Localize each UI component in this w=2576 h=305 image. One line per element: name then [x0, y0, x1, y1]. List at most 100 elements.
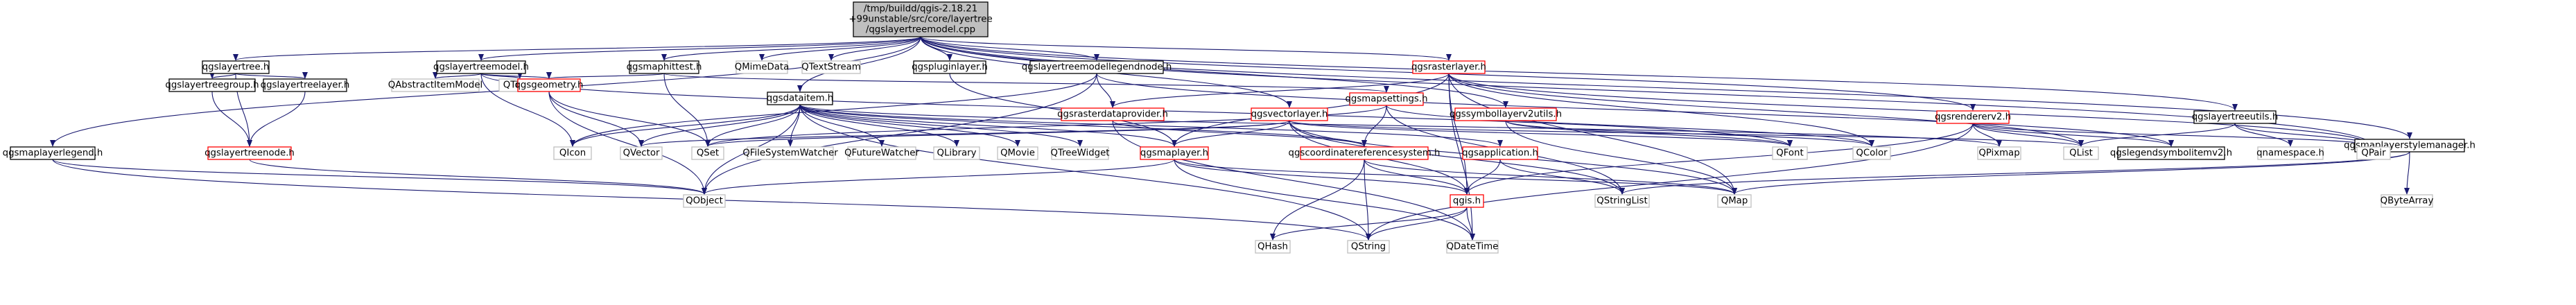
- node-qgsgeometry-h[interactable]: qgsgeometry.h: [514, 78, 584, 92]
- node-QStringList: QStringList: [1594, 194, 1650, 208]
- node-box: [736, 60, 788, 74]
- node-QFont: QFont: [1772, 146, 1808, 160]
- node-box: [1772, 146, 1808, 160]
- node-label: QDateTime: [1447, 242, 1499, 252]
- node-label: qgslegendsymbolitemv2.h: [2110, 148, 2232, 159]
- include-edge-root-to-qgsmaphittest_h: [661, 36, 921, 61]
- node-QFileSystemWatcher: QFileSystemWatcher: [742, 146, 838, 160]
- include-edge-qgsrendererv2_h-to-QList: [1972, 123, 2084, 147]
- node-label: qgsmaplayer.h: [1140, 148, 1208, 159]
- include-edge-qgsvectorlayer_h-to-QFont: [1289, 120, 1793, 147]
- include-edge-qgsrasterlayer_h-to-QList: [1448, 73, 2084, 147]
- include-edge-qgsdataitem_h-to-QMovie: [799, 104, 1020, 147]
- node-box: [1446, 240, 1499, 254]
- node-box: [1977, 146, 2021, 160]
- node-qgsrasterdataprovider-h[interactable]: qgsrasterdataprovider.h: [1057, 107, 1168, 121]
- include-edge-qgsmapsettings_h-to-qgscoordinatereferencesystem_h: [1361, 105, 1387, 147]
- node-qgslayertree-h[interactable]: qgslayertree.h: [202, 60, 270, 74]
- node-QAbstractItemModel: QAbstractItemModel: [388, 78, 482, 92]
- node-label: /tmp/buildd/qgis-2.18.21: [864, 4, 977, 15]
- include-edge-qgsapplication_h-to-QStringList: [1499, 159, 1625, 195]
- node-QMovie: QMovie: [997, 146, 1038, 160]
- include-edge-qgsrendererv2_h-to-QPair: [1972, 123, 2376, 147]
- node-QIcon: QIcon: [553, 146, 592, 160]
- node-qgscoordinatereferencesystem-h[interactable]: qgscoordinatereferencesystem.h: [1289, 146, 1441, 160]
- node-qgsapplication-h[interactable]: qgsapplication.h: [1462, 146, 1538, 160]
- node-QFutureWatcher: QFutureWatcher: [844, 146, 919, 160]
- include-edge-qgsrendererv2_h-to-QString: [1366, 123, 1974, 241]
- node-box: [1349, 92, 1424, 106]
- include-edge-qgslayertreegroup_h-to-qgslayertreenode_h: [211, 91, 252, 147]
- include-edge-qgsvectorlayer_h-to-QSet: [705, 120, 1290, 147]
- node-qgslayertreemodellegendnode-h[interactable]: qgslayertreemodellegendnode.h: [1022, 60, 1172, 74]
- node-label: QIcon: [559, 148, 586, 159]
- node-qgsmaplayerlegend-h[interactable]: qgsmaplayerlegend.h: [3, 146, 103, 160]
- include-edge-qgsrasterlayer_h-to-QPair: [1448, 73, 2376, 147]
- node-label: QPixmap: [1978, 148, 2019, 159]
- include-edge-qgslayertree_h-to-qgslayertreelayer_h: [235, 71, 308, 79]
- node-label: qgsdataitem.h: [767, 94, 833, 104]
- node-box: [207, 146, 292, 160]
- include-edge-qgscoordinatereferencesystem_h-to-qgis_h: [1364, 159, 1470, 195]
- node-label: QAbstractItemModel: [388, 80, 482, 91]
- include-edge-qgsmaplayer_h-to-qgis_h: [1174, 159, 1470, 195]
- include-edge-qgsgeometry_h-to-QObject: [548, 91, 707, 195]
- node-qgslayertreegroup-h[interactable]: qgslayertreegroup.h: [165, 78, 259, 92]
- node-qgssymbollayerv2utils-h[interactable]: qgssymbollayerv2utils.h: [1450, 107, 1562, 121]
- node-QMimeData: QMimeData: [735, 60, 789, 74]
- node-label: qgsrendererv2.h: [1935, 112, 2011, 123]
- include-edge-qgsrasterlayer_h-to-QColor: [1448, 73, 1874, 147]
- node-box: [2356, 146, 2391, 160]
- node-box: [747, 146, 834, 160]
- node-label: +99unstable/src/core/layertree: [848, 15, 992, 25]
- node-QLibrary: QLibrary: [933, 146, 980, 160]
- node-qnamespace-h: qnamespace.h: [2256, 146, 2324, 160]
- node-qgsvectorlayer-h[interactable]: qgsvectorlayer.h: [1251, 107, 1328, 121]
- include-edge-qgslayertreemodellegendnode_h-to-QObject: [702, 73, 1097, 195]
- include-edge-qgsdataitem_h-to-QFutureWatcher: [799, 104, 885, 147]
- node-box: [691, 146, 724, 160]
- node-qgslayertreemodel-h[interactable]: qgslayertreemodel.h: [433, 60, 529, 74]
- node-box: [1029, 60, 1164, 74]
- node-label: QMovie: [1000, 148, 1035, 159]
- node-qgsrendererv2-h[interactable]: qgsrendererv2.h: [1935, 110, 2011, 124]
- include-edge-qgsrasterlayer_h-to-QMap: [1448, 73, 1737, 195]
- include-edge-root-to-qgsmaplayerlegend_h: [50, 36, 921, 147]
- include-edge-root-to-qgsmaplayerstylemanager_h: [920, 36, 2412, 139]
- node-box: [391, 78, 480, 92]
- include-edge-qgsrasterlayer_h-to-qgsrasterdataprovider_h: [1110, 73, 1450, 108]
- node-box: [913, 60, 986, 74]
- include-edge-qgslayertreemodel_h-to-QAbstractItemModel: [433, 71, 482, 79]
- node-qgsdataitem-h[interactable]: qgsdataitem.h: [767, 92, 833, 105]
- include-edge-qgscoordinatereferencesystem_h-to-QHash: [1270, 159, 1365, 241]
- node-box: [168, 78, 256, 92]
- node-QHash: QHash: [1255, 240, 1291, 254]
- node-label: /qgslayertreemodel.cpp: [866, 25, 975, 35]
- node-qgslegendsymbolitemv2-h[interactable]: qgslegendsymbolitemv2.h: [2110, 146, 2232, 160]
- include-edge-qgsmaphittest_h-to-qgsmapsettings_h: [663, 73, 1389, 93]
- node-box: [10, 146, 96, 160]
- include-edge-root-to-QTextStream: [828, 36, 921, 61]
- node-root[interactable]: /tmp/buildd/qgis-2.18.21+99unstable/src/…: [848, 1, 993, 37]
- include-edge-qgis_h-to-QString: [1366, 207, 1468, 241]
- node-qgslayertreenode-h[interactable]: qgslayertreenode.h: [204, 146, 295, 160]
- node-box: [1454, 107, 1557, 121]
- node-qgslayertreelayer-h[interactable]: qgslayertreelayer.h: [261, 78, 350, 92]
- node-qgslayertreeutils-h[interactable]: qgslayertreeutils.h: [2192, 110, 2279, 124]
- node-box: [1852, 146, 1891, 160]
- node-qgsrasterlayer-h[interactable]: qgsrasterlayer.h: [1411, 60, 1486, 74]
- node-qgis-h[interactable]: qgis.h: [1450, 194, 1484, 208]
- include-edge-qgsmaplayer_h-to-QDateTime: [1174, 159, 1475, 241]
- include-edge-qgsgeometry_h-to-QVector: [548, 91, 644, 147]
- node-qgsmaplayer-h[interactable]: qgsmaplayer.h: [1140, 146, 1209, 160]
- node-box: [847, 146, 916, 160]
- include-edge-qgsdataitem_h-to-QTreeWidget: [799, 104, 1083, 147]
- node-qgsmapsettings-h[interactable]: qgsmapsettings.h: [1345, 92, 1428, 106]
- node-label: QFont: [1776, 148, 1803, 159]
- include-edge-qgsdataitem_h-to-QLibrary: [799, 104, 959, 147]
- node-qgspluginlayer-h[interactable]: qgspluginlayer.h: [912, 60, 988, 74]
- node-box: [1450, 194, 1484, 208]
- include-edge-qgsrendererv2_h-to-qgslegendsymbolitemv2_h: [1972, 123, 2174, 147]
- node-qgsmaphittest-h[interactable]: qgsmaphittest.h: [627, 60, 702, 74]
- node-box: [767, 92, 833, 105]
